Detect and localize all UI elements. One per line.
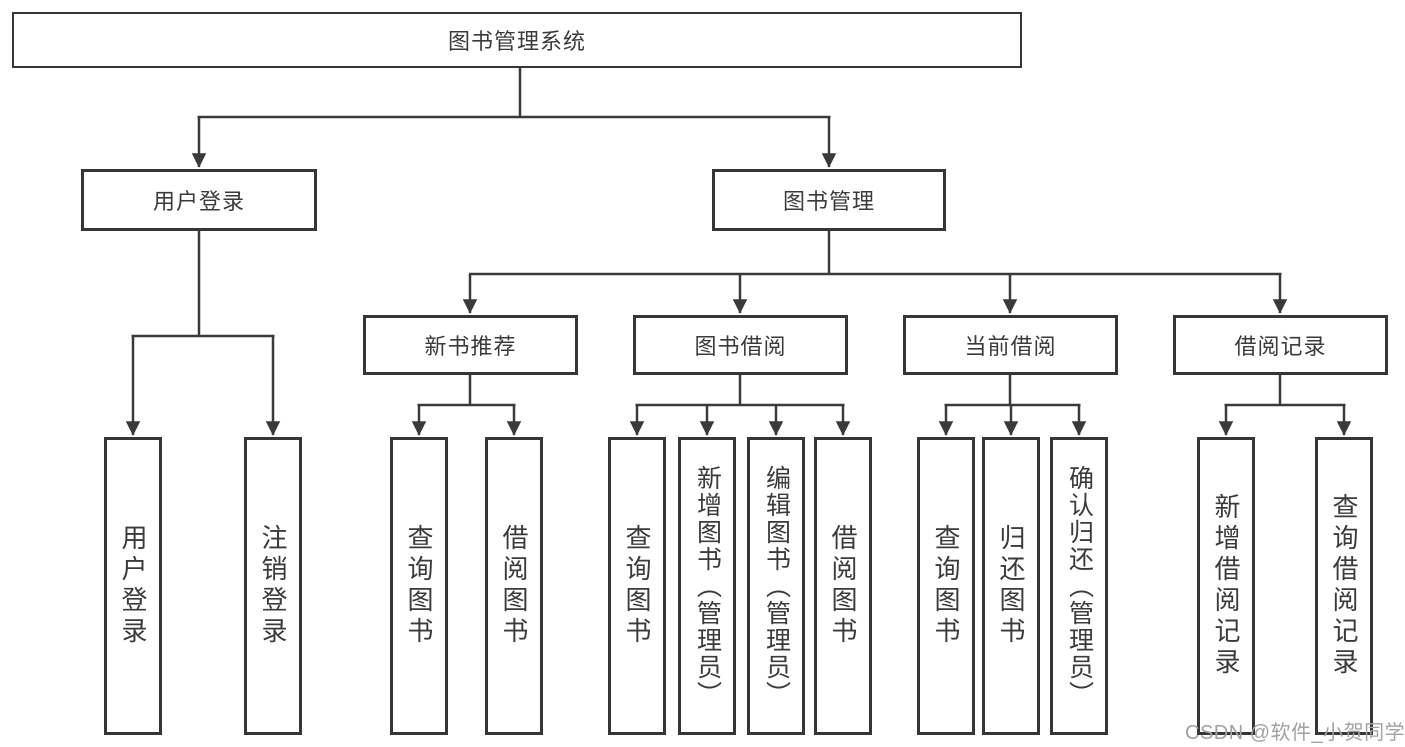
leaf-add-book-admin: 新增图书（管理员）	[678, 437, 736, 735]
leaf-label: 查询图书	[404, 524, 434, 648]
leaf-label: 新增借阅记录	[1211, 493, 1241, 679]
leaf-label: 查询借阅记录	[1329, 493, 1359, 679]
leaf-edit-book-admin: 编辑图书（管理员）	[747, 437, 805, 735]
leaf-label: 归还图书	[996, 524, 1026, 648]
node-new-book-recommend: 新书推荐	[363, 315, 578, 375]
node-label: 图书管理	[782, 189, 875, 214]
leaf-label: 借阅图书	[828, 524, 858, 648]
leaf-confirm-return-admin: 确认归还（管理员）	[1050, 437, 1108, 735]
leaf-logout: 注销登录	[244, 437, 302, 735]
leaf-label: 编辑图书（管理员）	[762, 464, 791, 708]
leaf-label: 用户登录	[118, 524, 148, 648]
leaf-label: 确认归还（管理员）	[1065, 464, 1094, 708]
node-book-management: 图书管理	[712, 169, 946, 231]
node-label: 图书管理系统	[447, 29, 586, 54]
leaf-add-borrow-record: 新增借阅记录	[1197, 437, 1255, 735]
leaf-return-books: 归还图书	[982, 437, 1040, 735]
leaf-label: 查询图书	[622, 524, 652, 648]
node-current-borrow: 当前借阅	[903, 315, 1118, 375]
node-label: 当前借阅	[964, 334, 1057, 359]
node-label: 新书推荐	[424, 334, 517, 359]
node-label: 图书借阅	[694, 334, 787, 359]
node-book-borrow: 图书借阅	[633, 315, 848, 375]
node-library-management-system: 图书管理系统	[12, 12, 1022, 68]
csdn-watermark: CSDN @软件_小贺同学	[1185, 722, 1405, 744]
leaf-query-books-recommend: 查询图书	[390, 437, 448, 735]
leaf-label: 借阅图书	[499, 524, 529, 648]
leaf-borrow-books-recommend: 借阅图书	[485, 437, 543, 735]
node-borrow-records: 借阅记录	[1173, 315, 1388, 375]
leaf-label: 查询图书	[931, 524, 961, 648]
leaf-label: 新增图书（管理员）	[693, 464, 722, 708]
node-label: 用户登录	[152, 189, 245, 214]
leaf-query-books-current: 查询图书	[917, 437, 975, 735]
leaf-label: 注销登录	[258, 524, 288, 648]
leaf-query-borrow-record: 查询借阅记录	[1315, 437, 1373, 735]
leaf-query-books-borrow: 查询图书	[608, 437, 666, 735]
node-label: 借阅记录	[1234, 334, 1327, 359]
leaf-user-login: 用户登录	[104, 437, 162, 735]
node-user-login: 用户登录	[81, 169, 317, 231]
leaf-borrow-books: 借阅图书	[814, 437, 872, 735]
